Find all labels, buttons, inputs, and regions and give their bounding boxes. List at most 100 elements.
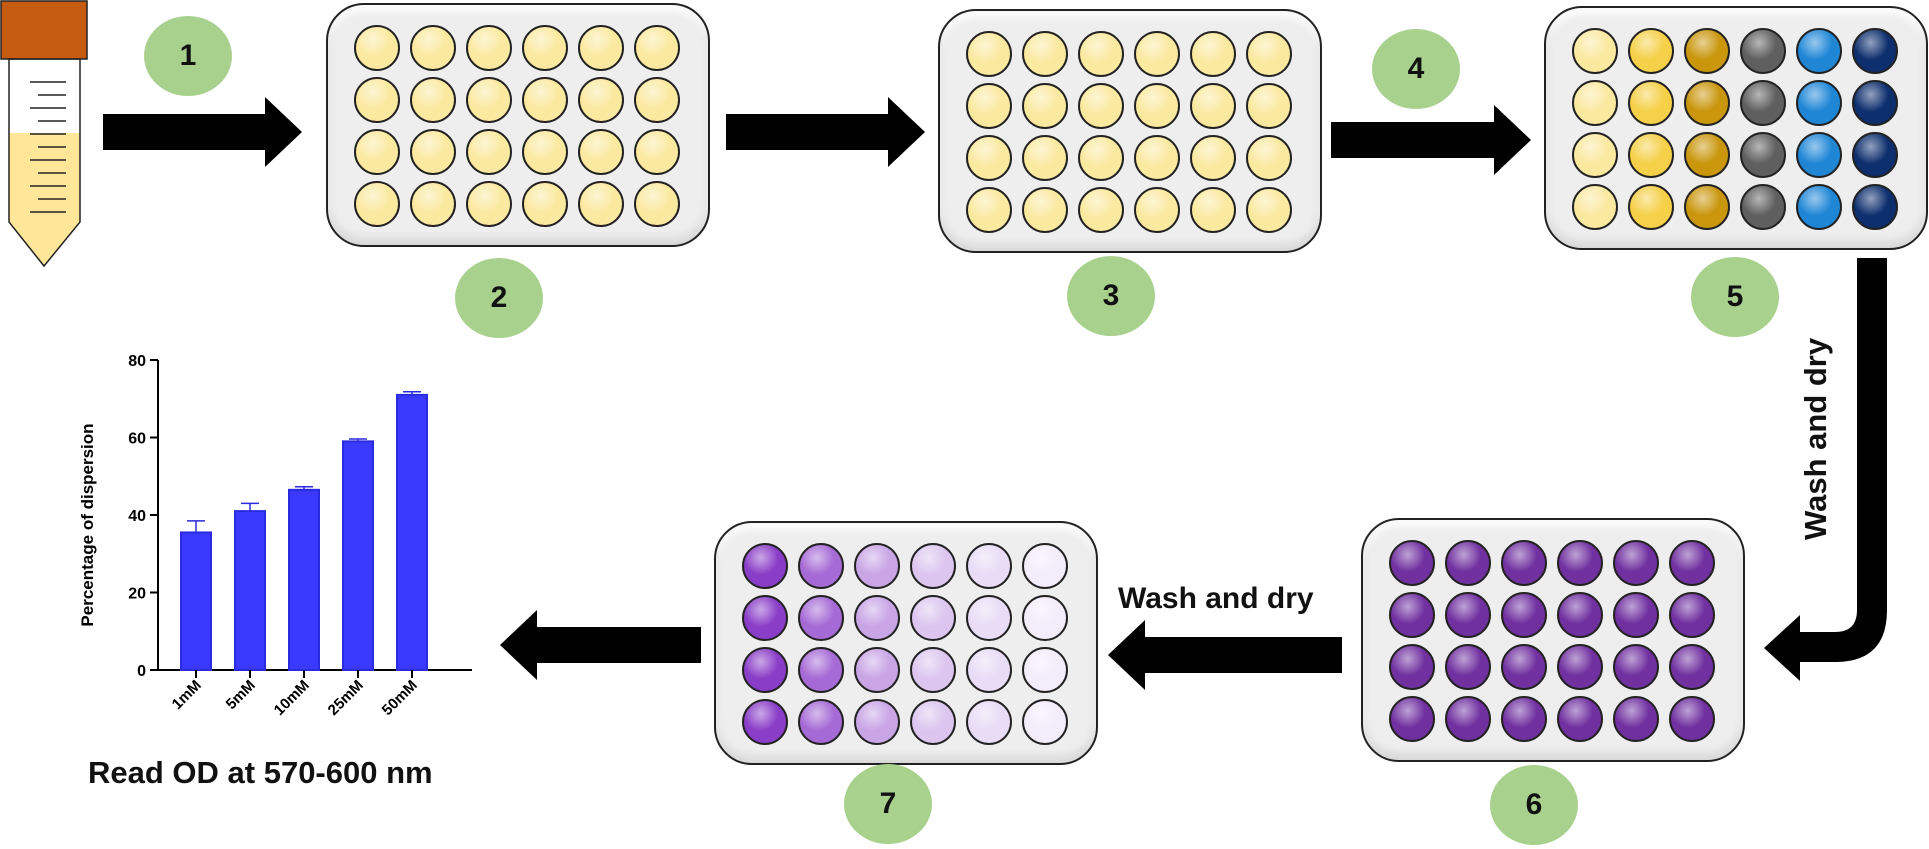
well [1022, 135, 1068, 181]
well [910, 543, 956, 589]
well [466, 25, 512, 71]
well [1022, 31, 1068, 77]
well [354, 77, 400, 123]
well [798, 543, 844, 589]
step-7-badge: 7 [844, 764, 932, 844]
bar [396, 393, 428, 671]
well-plate-5 [1544, 6, 1928, 250]
well [410, 77, 456, 123]
well [1684, 80, 1730, 126]
step-6-badge: 6 [1490, 765, 1578, 845]
arrow-curved-down-shape [1764, 258, 1887, 681]
well [1852, 132, 1898, 178]
well [966, 135, 1012, 181]
well [1246, 135, 1292, 181]
step-2-badge: 2 [455, 258, 543, 338]
well [578, 77, 624, 123]
well [1557, 644, 1603, 690]
well [1852, 184, 1898, 230]
well [854, 647, 900, 693]
well [1572, 80, 1618, 126]
tube-cap [0, 0, 88, 60]
step-1-badge: 1 [144, 16, 232, 96]
well [1246, 31, 1292, 77]
well [966, 83, 1012, 129]
well [1190, 135, 1236, 181]
tube-graduations [30, 81, 66, 213]
well [1501, 540, 1547, 586]
well [854, 699, 900, 745]
wash-and-dry-label-vertical: Wash and dry [1798, 337, 1833, 540]
well [1022, 83, 1068, 129]
well [798, 699, 844, 745]
well [742, 647, 788, 693]
well [1740, 132, 1786, 178]
x-tick-label: 1mM [169, 677, 205, 713]
well [1246, 83, 1292, 129]
y-axis-label: Percentage of dispersion [78, 423, 97, 626]
step-4-badge: 4 [1372, 29, 1460, 109]
well [1389, 592, 1435, 638]
well [910, 699, 956, 745]
tube-body [8, 58, 81, 268]
well [1022, 187, 1068, 233]
well [410, 129, 456, 175]
well [1078, 187, 1124, 233]
arrow-right-1 [103, 97, 302, 167]
well [1740, 184, 1786, 230]
well [1628, 28, 1674, 74]
well-plate-7 [714, 521, 1098, 765]
well [1557, 540, 1603, 586]
well [1684, 184, 1730, 230]
well [410, 25, 456, 71]
well [1613, 592, 1659, 638]
well [1557, 592, 1603, 638]
x-tick-label: 10mM [271, 677, 313, 719]
well [910, 647, 956, 693]
well [966, 187, 1012, 233]
well [1190, 83, 1236, 129]
well [1796, 184, 1842, 230]
well [1613, 696, 1659, 742]
well-plate-3 [938, 9, 1322, 253]
well [1796, 132, 1842, 178]
well [854, 543, 900, 589]
well [1628, 184, 1674, 230]
arrow-right-3 [1331, 105, 1531, 175]
well [1022, 543, 1068, 589]
well [1078, 135, 1124, 181]
well [1572, 184, 1618, 230]
well [1190, 187, 1236, 233]
y-tick-label: 80 [128, 353, 146, 370]
well [1572, 132, 1618, 178]
well [1134, 135, 1180, 181]
well [1613, 644, 1659, 690]
well [466, 129, 512, 175]
well [1628, 80, 1674, 126]
well [634, 129, 680, 175]
well [1796, 28, 1842, 74]
well [1134, 187, 1180, 233]
well [1684, 28, 1730, 74]
well [578, 181, 624, 227]
well [1445, 592, 1491, 638]
well [1246, 187, 1292, 233]
well [798, 647, 844, 693]
well [966, 543, 1012, 589]
y-tick-label: 40 [128, 508, 146, 525]
bar [342, 440, 374, 671]
arrow-right-2 [726, 97, 925, 167]
well [966, 595, 1012, 641]
arrow-left-1 [1108, 620, 1342, 690]
well [1022, 595, 1068, 641]
wash-and-dry-label: Wash and dry [1118, 582, 1314, 615]
arrow-left-2 [500, 610, 701, 680]
well [910, 595, 956, 641]
well [578, 25, 624, 71]
well [1501, 696, 1547, 742]
well [966, 699, 1012, 745]
well [1628, 132, 1674, 178]
well [410, 181, 456, 227]
